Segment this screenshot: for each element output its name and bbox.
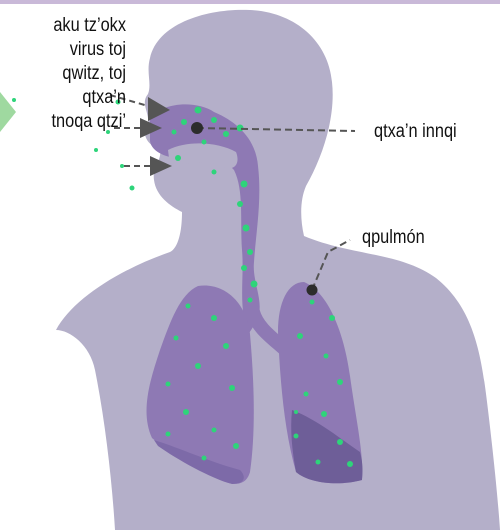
lung-label: qpulmón [362, 226, 425, 250]
entry-line-1: aku tz’okx [18, 14, 126, 38]
entry-line-5: tnoqa qtzi’ [18, 110, 126, 134]
lung-marker-dot [307, 285, 318, 296]
nasal-marker-dot [191, 122, 203, 134]
entry-line-4: qtxa’n [18, 86, 126, 110]
entry-route-label: aku tz’okx virus toj qwitz, toj qtxa’n t… [0, 14, 126, 134]
entry-line-2: virus toj [18, 38, 126, 62]
nasal-cavity-label: qtxa’n innqi [374, 120, 457, 144]
entry-line-3: qwitz, toj [18, 62, 126, 86]
